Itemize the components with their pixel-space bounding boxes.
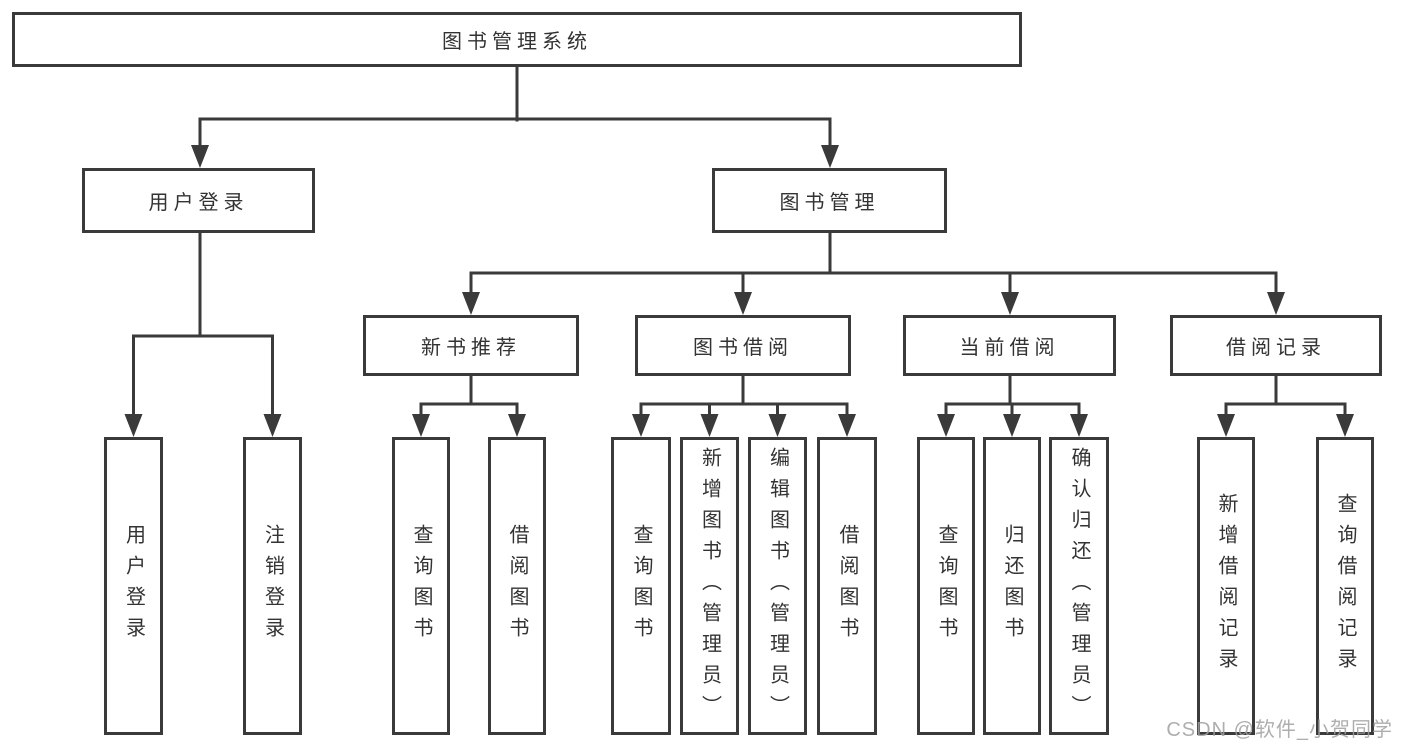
arrowhead-icon — [700, 414, 719, 437]
node-borrowing-records: 借阅记录 — [1170, 315, 1382, 376]
node-user-login: 用户登录 — [82, 168, 315, 233]
connector-lines — [132, 64, 1347, 418]
arrowhead-icon — [191, 145, 209, 168]
leaf-confirm-return-admin: 确认归还（管理员） — [1049, 437, 1109, 735]
leaf-add-book-admin: 新增图书（管理员） — [680, 437, 739, 735]
leaf-query-borrow-record: 查询借阅记录 — [1316, 437, 1374, 735]
arrowhead-icon — [632, 414, 650, 437]
arrowhead-icon — [508, 414, 526, 437]
node-new-book-recommendation: 新书推荐 — [363, 315, 579, 376]
arrowhead-icon — [1001, 292, 1019, 315]
leaf-edit-book-admin-label: 编辑图书（管理员） — [766, 446, 789, 726]
arrowhead-icon — [838, 414, 856, 437]
leaf-logout-label: 注销登录 — [261, 524, 284, 648]
arrowhead-icon — [1217, 414, 1235, 437]
leaf-current-query-books: 查询图书 — [917, 437, 975, 735]
leaf-query-borrow-record-label: 查询借阅记录 — [1334, 493, 1356, 679]
leaf-add-borrow-record-label: 新增借阅记录 — [1215, 493, 1237, 679]
leaf-borrowing-borrow-books: 借阅图书 — [817, 437, 877, 735]
arrowhead-icon — [462, 292, 480, 315]
arrowhead-icon — [1336, 414, 1354, 437]
leaf-edit-book-admin: 编辑图书（管理员） — [748, 437, 807, 735]
arrowhead-icon — [412, 414, 430, 437]
arrowhead-icon — [768, 414, 787, 437]
leaf-return-books: 归还图书 — [983, 437, 1041, 735]
arrowhead-icon — [821, 145, 839, 168]
arrowheads — [124, 145, 1354, 437]
leaf-newbook-borrow-books-label: 借阅图书 — [506, 524, 528, 648]
leaf-newbook-query-books-label: 查询图书 — [410, 524, 432, 648]
leaf-borrowing-query-books: 查询图书 — [611, 437, 671, 735]
arrowhead-icon — [263, 414, 282, 437]
leaf-add-book-admin-label: 新增图书（管理员） — [698, 446, 721, 726]
node-library-management-system: 图书管理系统 — [12, 12, 1022, 67]
leaf-newbook-borrow-books: 借阅图书 — [488, 437, 546, 735]
node-book-borrowing: 图书借阅 — [635, 315, 851, 376]
leaf-user-login-label: 用户登录 — [122, 524, 145, 648]
node-book-management: 图书管理 — [712, 168, 947, 233]
arrowhead-icon — [937, 414, 955, 437]
node-current-borrowing: 当前借阅 — [903, 315, 1116, 376]
arrowhead-icon — [124, 414, 143, 437]
leaf-logout: 注销登录 — [243, 437, 302, 735]
leaf-confirm-return-admin-label: 确认归还（管理员） — [1068, 446, 1090, 726]
leaf-newbook-query-books: 查询图书 — [392, 437, 450, 735]
leaf-return-books-label: 归还图书 — [1001, 524, 1023, 648]
csdn-watermark: CSDN @软件_小贺同学 — [1166, 719, 1393, 741]
arrowhead-icon — [1267, 292, 1285, 315]
arrowhead-icon — [1003, 414, 1021, 437]
leaf-borrowing-query-books-label: 查询图书 — [630, 524, 652, 648]
leaf-user-login: 用户登录 — [104, 437, 163, 735]
arrowhead-icon — [734, 292, 752, 315]
arrowhead-icon — [1070, 414, 1088, 437]
leaf-borrowing-borrow-books-label: 借阅图书 — [836, 524, 858, 648]
leaf-add-borrow-record: 新增借阅记录 — [1197, 437, 1255, 735]
leaf-current-query-books-label: 查询图书 — [935, 524, 957, 648]
